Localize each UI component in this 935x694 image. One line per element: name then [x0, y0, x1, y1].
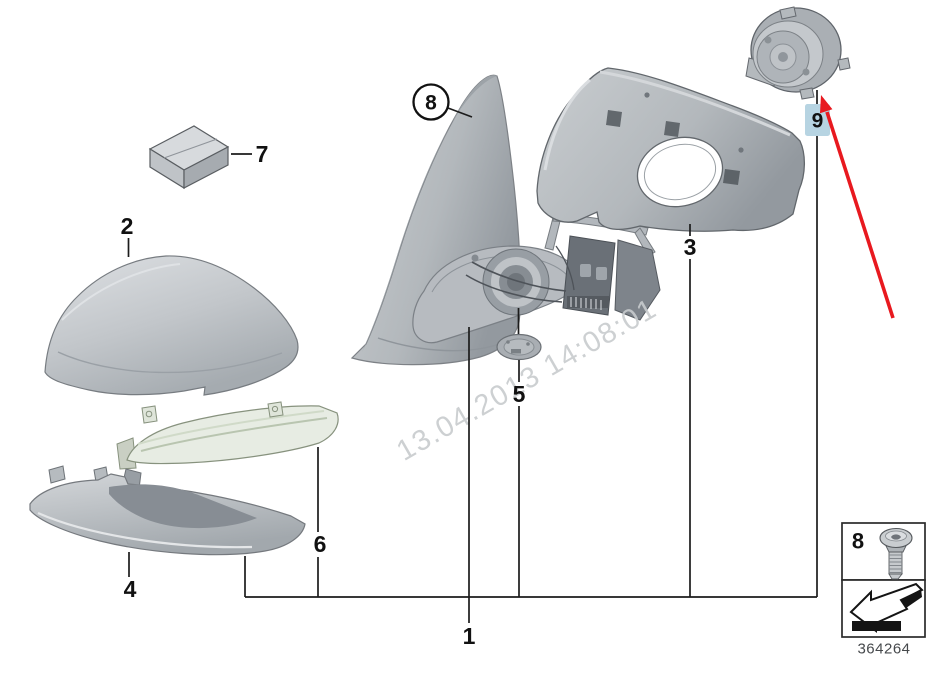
- part-1-mirror-base-assembly: [350, 74, 661, 366]
- countersunk-screw-icon: [879, 527, 913, 580]
- callout-3[interactable]: 3: [684, 234, 697, 260]
- part-9-highlight-box: [805, 104, 830, 136]
- callout-7[interactable]: 7: [256, 141, 269, 167]
- callout-4[interactable]: 4: [124, 576, 137, 602]
- leader-line-8: [447, 107, 473, 118]
- callout-5[interactable]: 5: [513, 381, 526, 407]
- legend-box: 8: [841, 522, 926, 638]
- direction-of-travel-arrow-icon: [849, 582, 924, 634]
- callout-1[interactable]: 1: [463, 623, 476, 649]
- part-6-turn-signal-lamp: [116, 401, 339, 470]
- part-2-mirror-cap: [44, 255, 299, 396]
- callout-labels: 2 7 8 3 9 5 6 4 1: [121, 83, 830, 649]
- callout-6[interactable]: 6: [314, 531, 327, 557]
- callout-8-text: 8: [425, 92, 437, 115]
- callout-9-highlighted[interactable]: 9: [805, 104, 830, 136]
- part-3-housing-frame: [536, 67, 806, 232]
- callout-9-text: 9: [812, 110, 824, 133]
- callout-8-circled[interactable]: 8: [412, 83, 450, 121]
- legend-screw-ref[interactable]: 8: [852, 529, 864, 554]
- part-9-mirror-drive-motor: [745, 6, 851, 100]
- part-5-cover-cap: [496, 333, 542, 361]
- callout-2[interactable]: 2: [121, 213, 134, 239]
- leader-line-5: [517, 308, 520, 597]
- part-7-repair-kit-box: [148, 125, 230, 190]
- part-4-lower-housing-trim: [29, 465, 306, 556]
- drawing-number: 364264: [857, 641, 910, 658]
- leader-lines: [127, 90, 818, 623]
- red-pointer-arrow-icon: [820, 95, 895, 319]
